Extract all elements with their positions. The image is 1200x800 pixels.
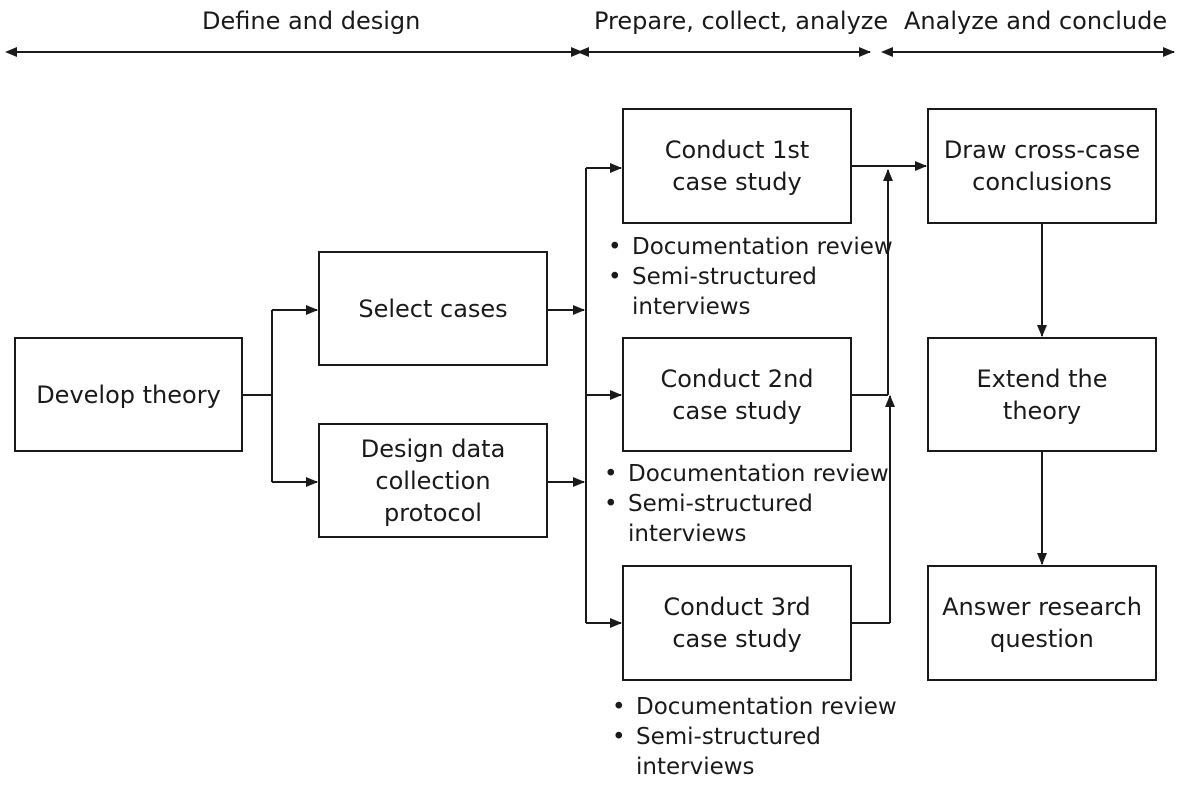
phase-label-analyze: Analyze and conclude [904, 7, 1168, 35]
box-develop-theory-label: Develop theory [36, 380, 221, 409]
box-case-study-3-label: Conduct 3rd case study [663, 593, 811, 653]
box-design-protocol: Design data collection protocol [318, 423, 548, 538]
box-answer-question: Answer research question [927, 565, 1157, 681]
phase-label-define: Define and design [202, 7, 421, 35]
box-extend-theory-label: Extend the theory [976, 364, 1108, 425]
method-item: Semi-structured interviews [600, 489, 889, 549]
box-select-cases: Select cases [318, 251, 548, 366]
box-case-study-1: Conduct 1st case study [622, 108, 852, 224]
box-cross-case-conclusions-label: Draw cross-case conclusions [943, 136, 1141, 196]
method-item: Documentation review [604, 232, 893, 262]
method-item: Semi-structured interviews [608, 722, 897, 782]
box-case-study-3: Conduct 3rd case study [622, 565, 852, 681]
box-develop-theory: Develop theory [14, 337, 243, 452]
method-item: Documentation review [608, 692, 897, 722]
box-cross-case-conclusions: Draw cross-case conclusions [927, 108, 1157, 224]
box-answer-question-label: Answer research question [942, 593, 1142, 653]
method-item: Semi-structured interviews [604, 262, 893, 322]
box-extend-theory: Extend the theory [927, 337, 1157, 452]
method-item: Documentation review [600, 459, 889, 489]
methods-list-case1: Documentation review Semi-structured int… [604, 232, 893, 322]
methods-list-case3: Documentation review Semi-structured int… [608, 692, 897, 782]
box-select-cases-label: Select cases [358, 294, 508, 323]
box-case-study-2: Conduct 2nd case study [622, 337, 852, 452]
phase-label-prepare: Prepare, collect, analyze [594, 7, 889, 35]
box-design-protocol-label: Design data collection protocol [360, 434, 506, 527]
box-case-study-2-label: Conduct 2nd case study [660, 364, 814, 425]
methods-list-case2: Documentation review Semi-structured int… [600, 459, 889, 549]
box-case-study-1-label: Conduct 1st case study [664, 136, 810, 196]
